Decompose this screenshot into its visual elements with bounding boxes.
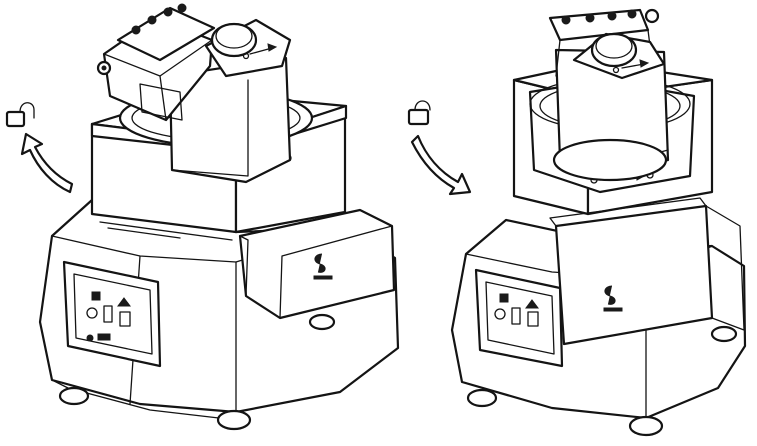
pusher-head-locked [572,32,666,80]
brand-logo-locked [603,285,623,312]
hinge-knuckles-locked [561,8,660,25]
start-button[interactable] [103,305,113,323]
power-button[interactable] [86,307,98,319]
pusher-head [204,18,292,78]
brand-logo [313,253,333,280]
side-cover [238,208,396,320]
control-panel [62,260,162,368]
curved-arrow-up-icon [20,132,74,194]
pulse-button[interactable] [119,311,131,327]
figure-unlocked [5,3,400,431]
feed-bowl-locked [552,48,670,182]
padlock-closed-icon [407,100,431,126]
hinged-lid-closed [548,8,660,77]
front-cover [549,197,745,346]
curved-arrow-down-icon [410,134,472,196]
control-panel-locked [474,268,564,368]
hinge-knuckles [131,3,187,35]
padlock-open-icon [5,102,35,128]
hinged-lid-open [96,3,216,122]
figure-locked [407,8,747,437]
